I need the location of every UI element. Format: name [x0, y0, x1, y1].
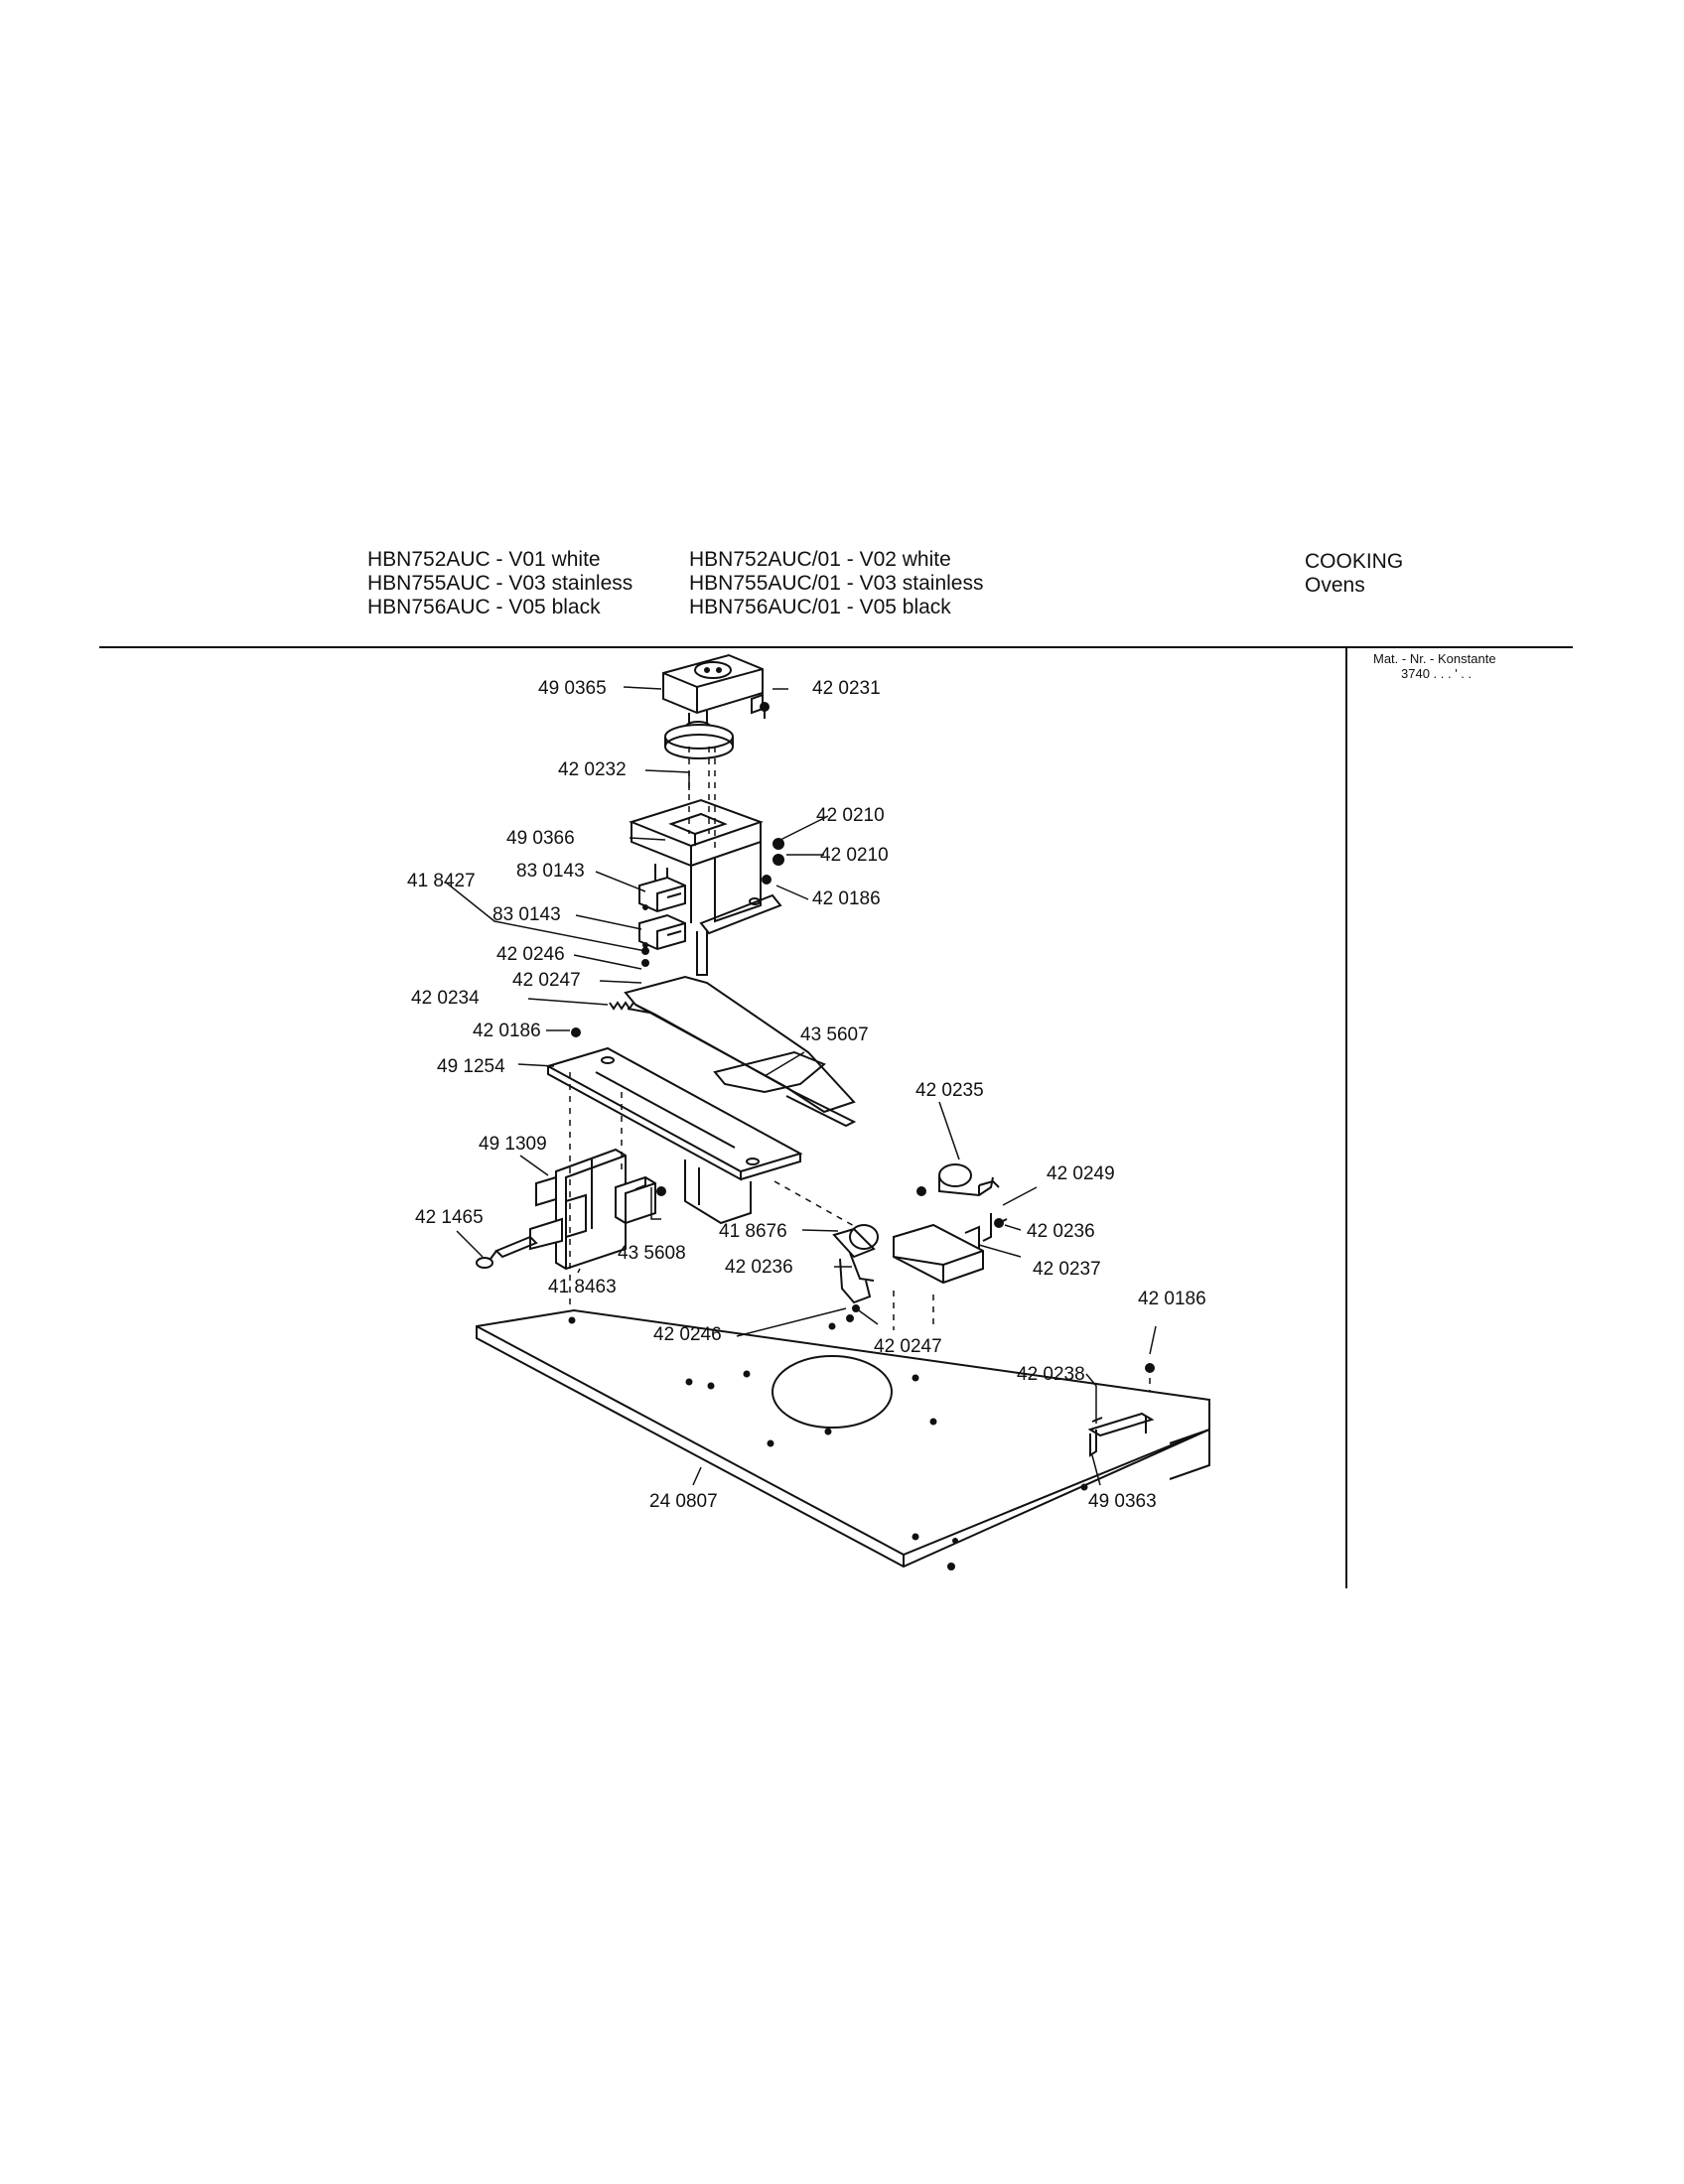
material-number-box: Mat. - Nr. - Konstante 3740 . . . ' . .: [1373, 651, 1496, 681]
mounting-plate-drawing: [545, 1046, 803, 1225]
door-lock-drawing: [476, 1148, 627, 1271]
bracket-drawing: [893, 1213, 1008, 1285]
part-label-83-0143: 83 0143: [516, 861, 585, 882]
part-label-42-0186: 42 0186: [812, 888, 881, 909]
model-line: HBN752AUC/01 - V02 white: [689, 548, 951, 571]
motor-unit-drawing: [662, 653, 764, 759]
material-number-label: Mat. - Nr. - Konstante: [1373, 651, 1496, 666]
part-label-41-8427: 41 8427: [407, 871, 476, 891]
part-label-49-0366: 49 0366: [506, 828, 575, 849]
part-label-42-0246: 42 0246: [496, 944, 565, 965]
slide-bar-drawing: [624, 931, 857, 1128]
assembly-lines: [569, 747, 1151, 1439]
micro-switch-drawing: [638, 876, 686, 951]
model-line: HBN752AUC - V01 white: [367, 548, 601, 571]
part-label-42-0236: 42 0236: [1027, 1221, 1095, 1242]
thermostat-drawing: [938, 1163, 1000, 1197]
part-label-83-0143: 83 0143: [492, 904, 561, 925]
category-sub: Ovens: [1305, 574, 1365, 597]
part-label-42-0247: 42 0247: [512, 970, 581, 991]
part-label-42-0246: 42 0246: [653, 1324, 722, 1345]
part-label-42-0247: 42 0247: [874, 1336, 942, 1357]
part-label-42-0234: 42 0234: [411, 988, 480, 1009]
hinge-bracket-drawing: [1087, 1412, 1155, 1457]
model-list-right: HBN752AUC/01 - V02 white HBN755AUC/01 - …: [689, 548, 983, 619]
side-rule: [1345, 647, 1347, 1588]
model-list-left: HBN752AUC - V01 white HBN755AUC - V03 st…: [367, 548, 632, 619]
model-line: HBN756AUC/01 - V05 black: [689, 596, 951, 618]
part-label-42-0236: 42 0236: [725, 1257, 793, 1278]
part-label-42-0210: 42 0210: [816, 805, 885, 826]
screw-drawings: [571, 702, 1155, 1373]
part-label-41-8676: 41 8676: [719, 1221, 787, 1242]
part-label-49-1254: 49 1254: [437, 1056, 505, 1077]
part-label-42-1465: 42 1465: [415, 1207, 484, 1228]
spring-drawing: [609, 1001, 634, 1011]
switch-drawing: [615, 1175, 666, 1225]
part-label-49-0365: 49 0365: [538, 678, 607, 699]
part-label-43-5607: 43 5607: [800, 1024, 869, 1045]
part-label-42-0232: 42 0232: [558, 759, 627, 780]
part-label-42-0186: 42 0186: [1138, 1289, 1206, 1309]
part-label-49-1309: 49 1309: [479, 1134, 547, 1155]
category-label: COOKING Ovens: [1305, 550, 1403, 598]
part-label-42-0235: 42 0235: [915, 1080, 984, 1101]
header-rule: [99, 646, 1573, 648]
part-label-42-0237: 42 0237: [1033, 1259, 1101, 1280]
model-line: HBN755AUC - V03 stainless: [367, 572, 633, 595]
part-label-24-0807: 24 0807: [649, 1491, 718, 1512]
part-labels: 49 0365 42 0231 42 0232 42 0210 49 0366 …: [407, 678, 1206, 1512]
part-label-49-0363: 49 0363: [1088, 1491, 1157, 1512]
temperature-limiter-drawing: [832, 1224, 879, 1304]
model-line: HBN755AUC/01 - V03 stainless: [689, 572, 984, 595]
part-label-41-8463: 41 8463: [548, 1277, 617, 1297]
part-label-43-5608: 43 5608: [618, 1243, 686, 1264]
part-label-42-0210: 42 0210: [820, 845, 889, 866]
part-label-42-0186: 42 0186: [473, 1021, 541, 1041]
model-line: HBN756AUC - V05 black: [367, 596, 601, 618]
material-number-value: 3740 . . . ' . .: [1401, 666, 1473, 681]
part-label-42-0231: 42 0231: [812, 678, 881, 699]
base-plate-drawing: [476, 1308, 1210, 1570]
part-label-42-0238: 42 0238: [1017, 1364, 1085, 1385]
category-main: COOKING: [1305, 550, 1404, 573]
part-label-42-0249: 42 0249: [1047, 1163, 1115, 1184]
leader-lines: [444, 686, 1157, 1486]
housing-bracket-drawing: [629, 798, 782, 935]
